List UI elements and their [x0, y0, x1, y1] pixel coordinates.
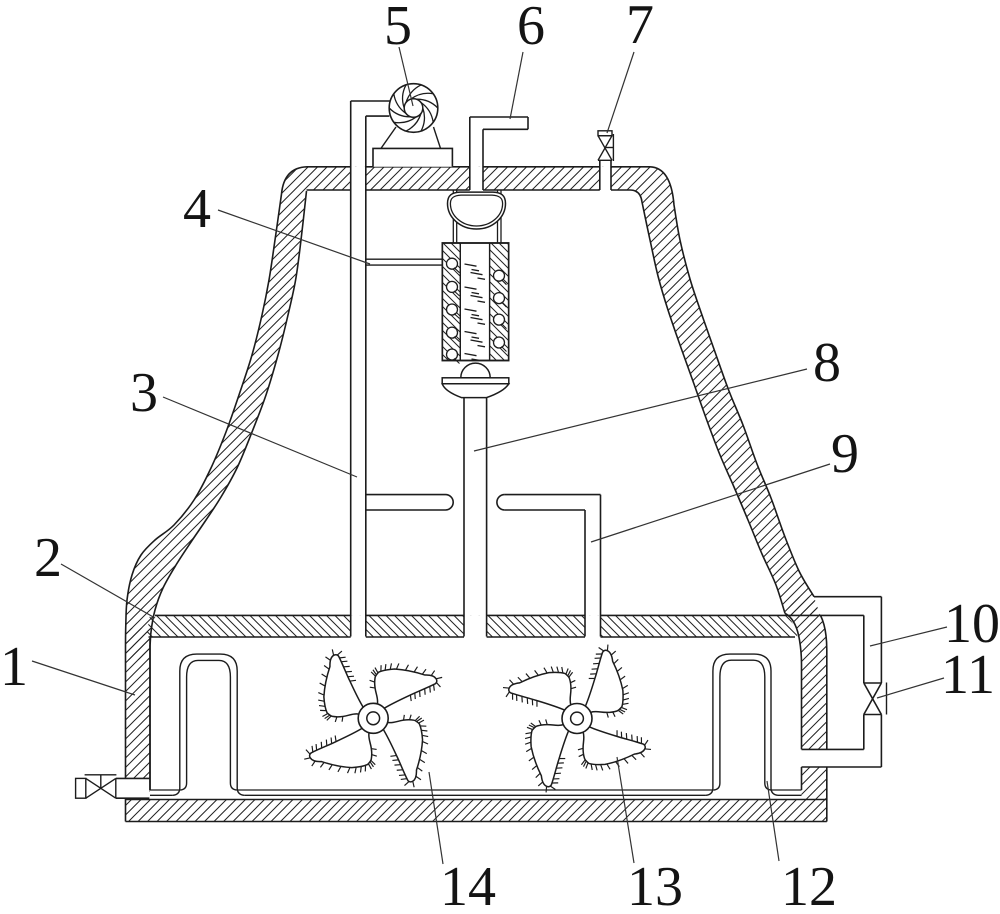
svg-text:14: 14	[440, 856, 496, 909]
svg-text:2: 2	[34, 527, 62, 589]
svg-text:11: 11	[941, 644, 995, 706]
svg-text:12: 12	[781, 856, 837, 909]
svg-text:3: 3	[130, 362, 158, 424]
svg-text:4: 4	[183, 178, 211, 240]
svg-text:6: 6	[517, 0, 545, 57]
svg-text:7: 7	[626, 0, 654, 56]
svg-text:9: 9	[831, 423, 859, 485]
svg-text:13: 13	[627, 856, 683, 909]
svg-text:1: 1	[0, 636, 28, 698]
svg-text:5: 5	[384, 0, 412, 57]
svg-text:8: 8	[813, 332, 841, 394]
